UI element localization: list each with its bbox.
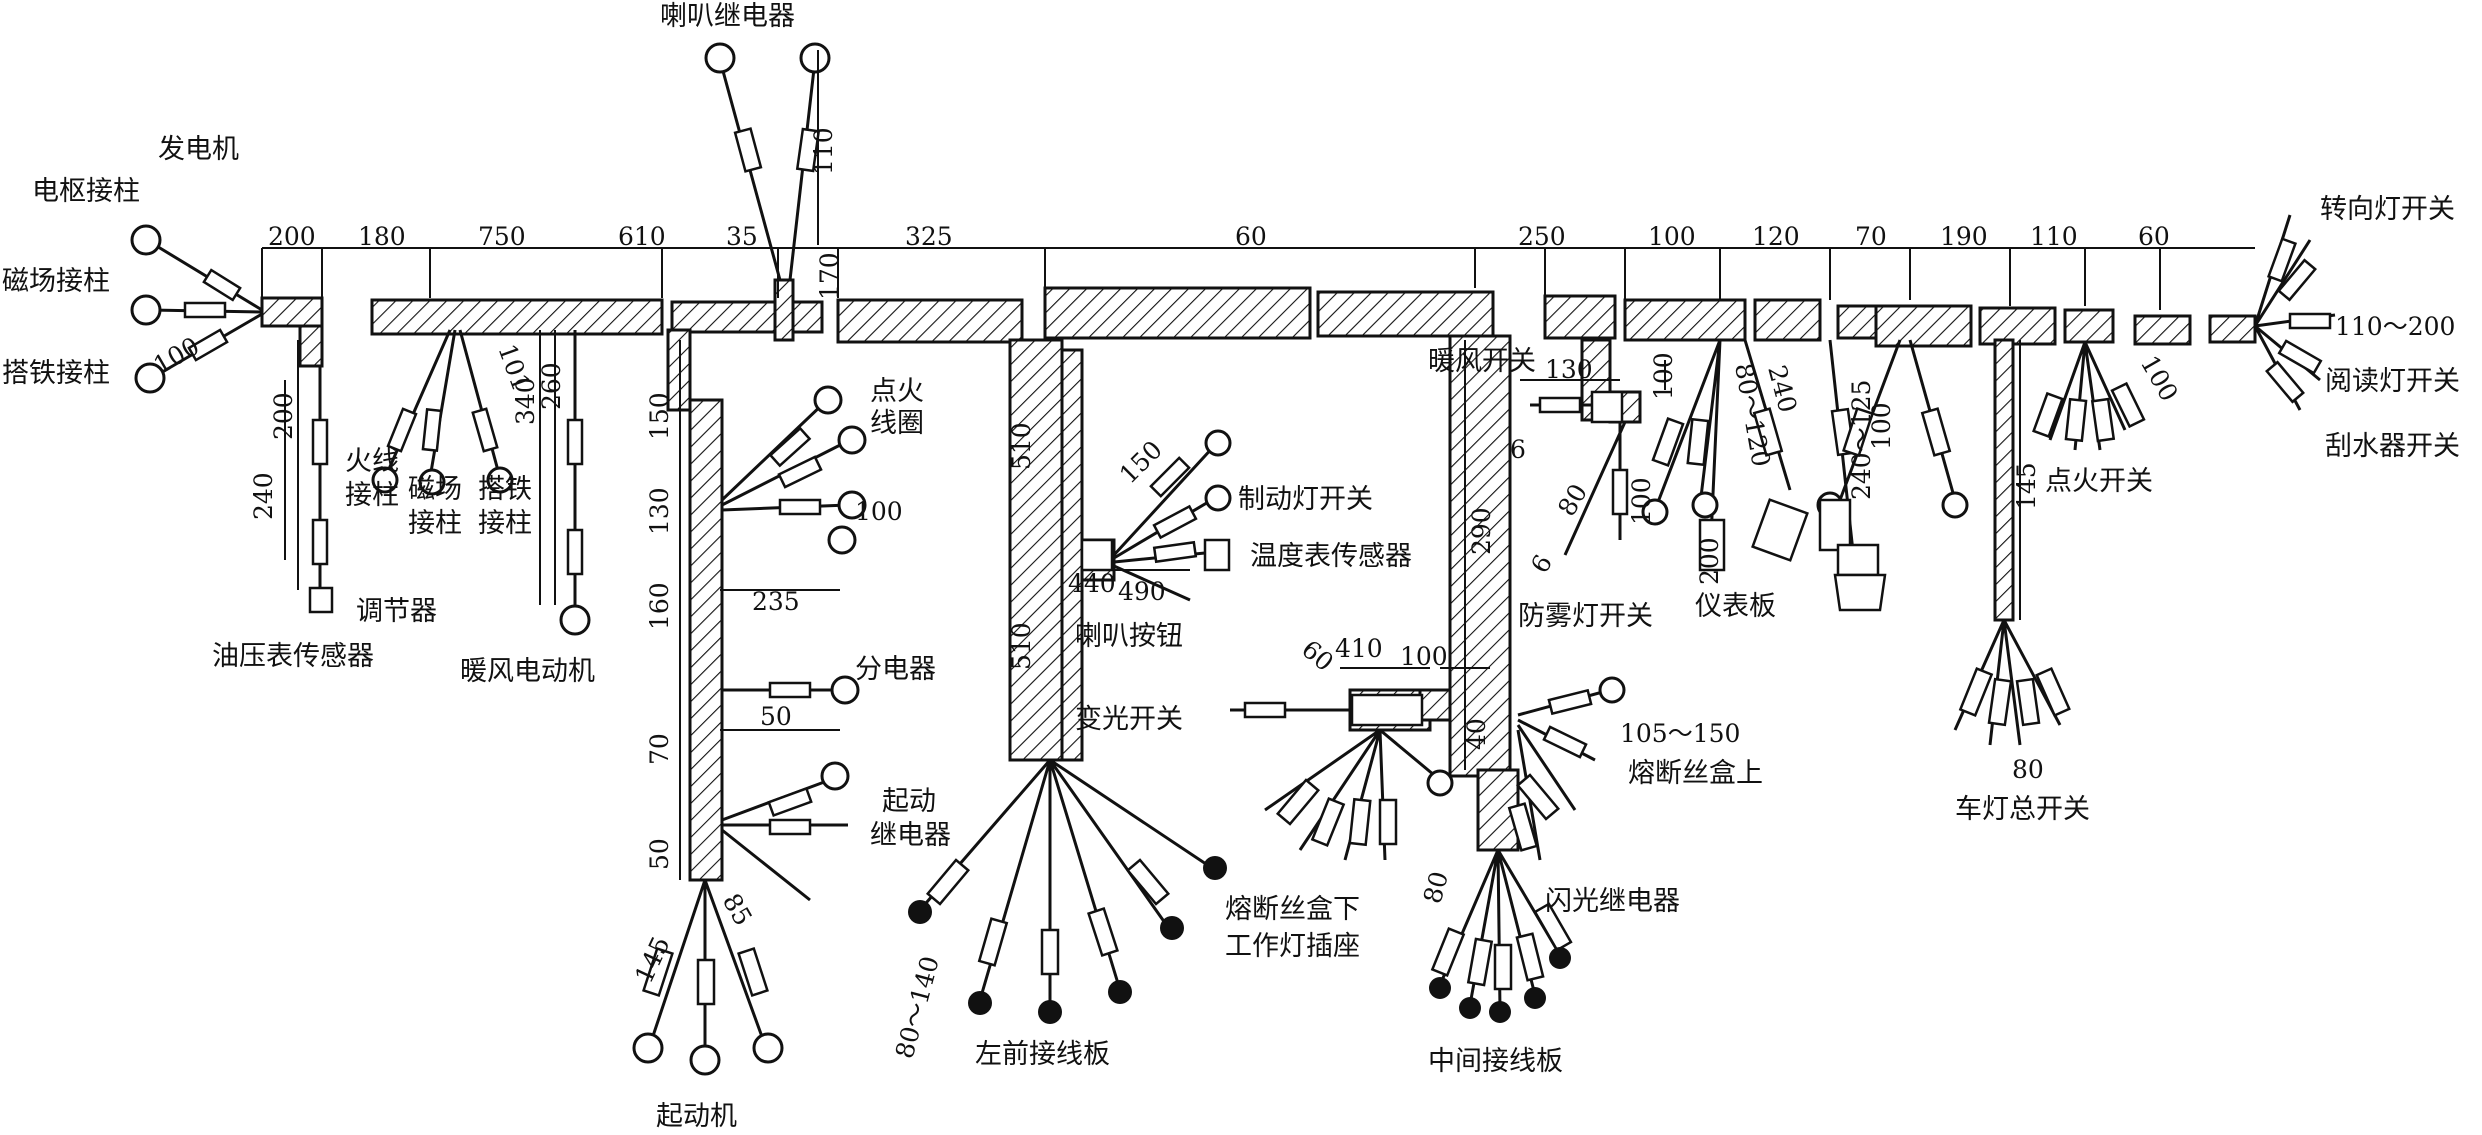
dim-80-b: 80 — [1552, 479, 1593, 521]
label-instrument-panel: 仪表板 — [1695, 591, 1776, 622]
dim-70-b: 70 — [645, 733, 674, 765]
dim-200-a: 200 — [268, 222, 316, 251]
dim-105-150: 105～150 — [1620, 719, 1740, 748]
label-reading-switch: 阅读灯开关 — [2325, 366, 2460, 397]
dim-200-c: 200 — [1695, 537, 1724, 585]
label-field-post: 磁场接柱 — [2, 266, 110, 297]
dim-60-c: 60 — [1296, 634, 1339, 677]
label-reg-ground-post: 搭铁接柱 — [478, 474, 532, 539]
black-plugs — [908, 856, 1571, 1024]
dimension-lines — [261, 50, 2255, 880]
label-left-front-board: 左前接线板 — [975, 1039, 1110, 1070]
label-flasher-relay: 闪光继电器 — [1545, 886, 1680, 917]
dim-40: 40 — [1462, 718, 1491, 750]
dim-80-c: 80 — [2012, 755, 2044, 784]
dim-110-a: 110 — [2030, 222, 2078, 251]
component-outlines — [308, 390, 1887, 727]
label-generator: 发电机 — [158, 134, 239, 165]
label-starter: 起动机 — [656, 1101, 737, 1132]
label-heater-switch: 暖风开关 — [1428, 346, 1536, 377]
dim-100-d: 100 — [1400, 642, 1448, 671]
dim-6-a: 6 — [1510, 435, 1526, 464]
label-light-master: 车灯总开关 — [1955, 794, 2090, 825]
dim-325: 325 — [905, 222, 953, 251]
dim-160: 160 — [645, 582, 674, 630]
label-fuse-box-upper: 熔断丝盒上 — [1628, 758, 1763, 789]
label-ignition-switch: 点火开关 — [2045, 466, 2153, 497]
dim-60-b: 60 — [2138, 222, 2170, 251]
label-start-relay: 起动继电器 — [870, 786, 951, 851]
label-work-lamp: 工作灯插座 — [1225, 931, 1360, 962]
dim-50-b: 50 — [760, 702, 792, 731]
label-ignition-coil: 点火线圈 — [870, 376, 924, 439]
dim-145-b: 145 — [2012, 462, 2041, 510]
dim-750: 750 — [478, 222, 526, 251]
dim-340: 340 — [511, 377, 540, 425]
dim-150-a: 150 — [645, 392, 674, 440]
main-trunk — [260, 286, 2257, 348]
label-armature-post: 电枢接柱 — [32, 176, 140, 207]
dim-610: 610 — [618, 222, 666, 251]
label-turn-switch: 转向灯开关 — [2320, 194, 2455, 225]
dim-110-200: 110～200 — [2335, 312, 2455, 341]
label-wiper-switch: 刮水器开关 — [2325, 431, 2460, 462]
dim-200-b: 200 — [269, 392, 298, 440]
dim-510-a: 510 — [1007, 422, 1036, 470]
dim-100-g: 100 — [1867, 402, 1896, 450]
dim-50-a: 50 — [645, 838, 674, 870]
dim-70-a: 70 — [1855, 222, 1887, 251]
dim-510-b: 510 — [1007, 622, 1036, 670]
dim-260: 260 — [537, 362, 566, 410]
dim-235: 235 — [752, 587, 800, 616]
label-regulator: 调节器 — [356, 596, 437, 627]
dim-130-b: 130 — [1545, 355, 1593, 384]
dim-80-a: 80 — [1418, 868, 1454, 906]
dim-110-b: 110 — [809, 127, 838, 175]
label-brake-switch: 制动灯开关 — [1238, 484, 1373, 515]
label-dimmer-switch: 变光开关 — [1075, 704, 1183, 735]
dim-80-140: 80～140 — [890, 953, 945, 1061]
dim-410: 410 — [1335, 634, 1383, 663]
dim-170: 170 — [815, 252, 844, 300]
label-ground-post: 搭铁接柱 — [2, 358, 110, 389]
connector-sleeves — [183, 127, 2332, 1006]
dim-100-h: 100 — [2135, 351, 2184, 407]
label-horn-button: 喇叭按钮 — [1075, 621, 1183, 652]
label-oil-sensor: 油压表传感器 — [212, 641, 374, 672]
dim-250: 250 — [1518, 222, 1566, 251]
label-fog-switch: 防雾灯开关 — [1518, 601, 1653, 632]
label-middle-board: 中间接线板 — [1428, 1046, 1563, 1077]
label-fuse-box-lower: 熔断丝盒下 — [1225, 894, 1360, 925]
label-distributor: 分电器 — [855, 654, 936, 685]
dim-35: 35 — [726, 222, 758, 251]
dim-100-a: 100 — [1648, 222, 1696, 251]
trunk-branches — [298, 278, 2015, 882]
dim-100-f: 100 — [1649, 352, 1678, 400]
dim-490: 490 — [1118, 577, 1166, 606]
dim-100-c: 100 — [855, 497, 903, 526]
dim-6-b: 6 — [1525, 550, 1558, 578]
dim-100-e: 100 — [1627, 477, 1656, 525]
dim-85: 85 — [717, 889, 758, 931]
dim-60-a: 60 — [1235, 222, 1267, 251]
label-live-post: 火线接柱 — [345, 446, 399, 511]
label-temp-sensor: 温度表传感器 — [1250, 541, 1412, 572]
dim-440: 440 — [1068, 569, 1116, 598]
dim-240-b: 240 — [1762, 362, 1802, 416]
dim-130-a: 130 — [645, 487, 674, 535]
dim-190: 190 — [1940, 222, 1988, 251]
dim-240-125: 240～125 — [1847, 380, 1876, 500]
dim-120: 120 — [1752, 222, 1800, 251]
dim-290: 290 — [1467, 507, 1496, 555]
label-reg-field-post: 磁场接柱 — [408, 474, 462, 539]
label-horn-relay: 喇叭继电器 — [660, 1, 795, 32]
dim-180: 180 — [358, 222, 406, 251]
dim-240-a: 240 — [249, 472, 278, 520]
label-heater-motor: 暖风电动机 — [460, 656, 595, 687]
